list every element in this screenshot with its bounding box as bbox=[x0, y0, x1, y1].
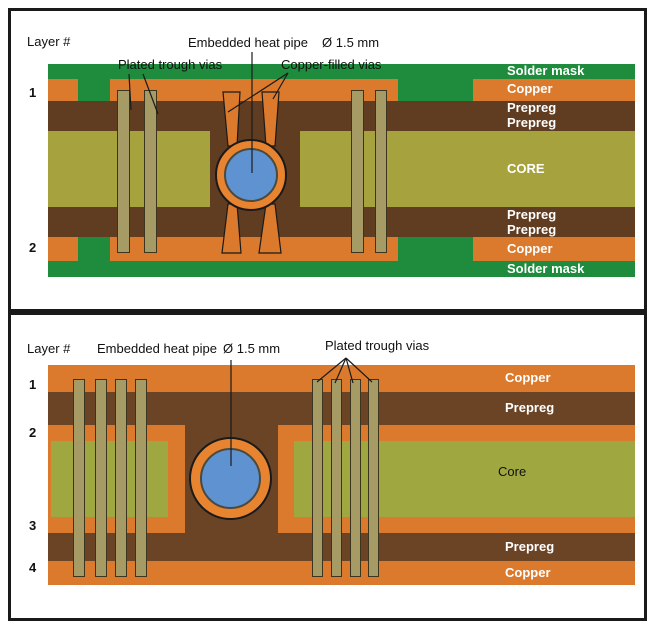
heat-pipe-core bbox=[200, 448, 261, 509]
band-label-prepreg: Prepreg bbox=[505, 400, 555, 415]
band-label-prepreg: Prepreg bbox=[507, 222, 557, 237]
annotation-diameter: Ø 1.5 mm bbox=[322, 35, 380, 50]
annotation-diameter: Ø 1.5 mm bbox=[223, 341, 281, 356]
band-label-prepreg: Prepreg bbox=[505, 539, 555, 554]
plated-via bbox=[350, 379, 361, 577]
solder-mask-step bbox=[398, 64, 473, 101]
plated-via bbox=[115, 379, 127, 577]
band-label-copper: Copper bbox=[505, 370, 551, 385]
layer-header: Layer # bbox=[27, 34, 71, 49]
plated-via bbox=[73, 379, 85, 577]
band-label-copper: Copper bbox=[505, 565, 551, 580]
layer-header: Layer # bbox=[27, 341, 71, 356]
solder-mask-step bbox=[398, 237, 473, 277]
layer-number: 3 bbox=[29, 518, 37, 533]
layer-number: 1 bbox=[29, 377, 37, 392]
plated-via bbox=[135, 379, 147, 577]
band-label-solder-mask: Solder mask bbox=[507, 63, 585, 78]
plated-via bbox=[375, 90, 387, 253]
plated-via bbox=[95, 379, 107, 577]
annotation-embedded-heat-pipe: Embedded heat pipe bbox=[97, 341, 217, 356]
band-label-prepreg: Prepreg bbox=[507, 115, 557, 130]
band-label-copper: Copper bbox=[507, 241, 553, 256]
annotation-copper-filled-vias: Copper-filled vias bbox=[281, 57, 382, 72]
band-copper-top bbox=[48, 79, 635, 101]
plated-via bbox=[117, 90, 130, 253]
annotation-plated-vias: Plated trough vias bbox=[325, 338, 430, 353]
layer-number: 4 bbox=[29, 560, 37, 575]
solder-mask-step bbox=[78, 64, 110, 101]
band-label-solder-mask: Solder mask bbox=[507, 261, 585, 276]
plated-via bbox=[331, 379, 342, 577]
band-solder-mask-bottom bbox=[48, 261, 635, 277]
band-label-prepreg: Prepreg bbox=[507, 100, 557, 115]
annotation-embedded-heat-pipe: Embedded heat pipe bbox=[188, 35, 308, 50]
core-block-left bbox=[51, 441, 168, 517]
band-label-prepreg: Prepreg bbox=[507, 207, 557, 222]
layer-number: 2 bbox=[29, 425, 37, 440]
plated-via bbox=[368, 379, 379, 577]
plated-via bbox=[351, 90, 364, 253]
layer-number: 1 bbox=[29, 85, 37, 100]
band-label-copper: Copper bbox=[507, 81, 553, 96]
core-block-right bbox=[294, 441, 635, 517]
plated-via bbox=[312, 379, 323, 577]
plated-via bbox=[144, 90, 157, 253]
band-solder-mask-top bbox=[48, 64, 635, 79]
band-label-core: Core bbox=[498, 464, 527, 479]
heat-pipe-core bbox=[224, 148, 278, 202]
annotation-plated-vias: Plated trough vias bbox=[118, 57, 223, 72]
layer-number: 2 bbox=[29, 240, 37, 255]
solder-mask-step bbox=[78, 237, 110, 277]
band-label-core: CORE bbox=[507, 161, 545, 176]
